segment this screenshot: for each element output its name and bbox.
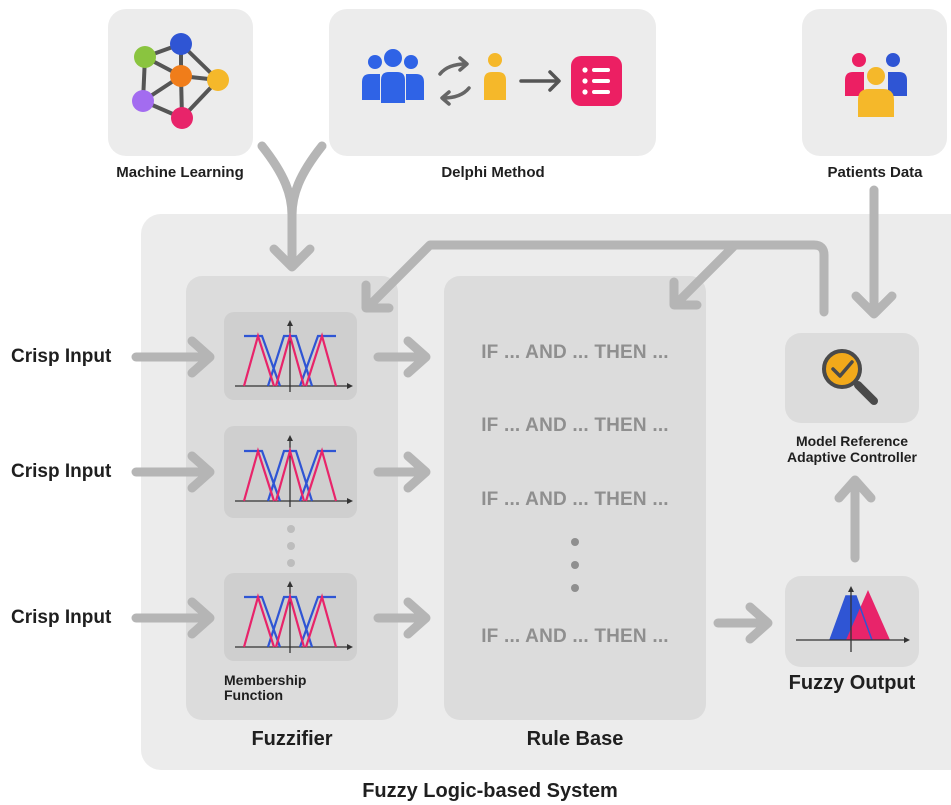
machine-learning-label: Machine Learning	[116, 164, 244, 181]
ellipsis-dot	[571, 538, 579, 546]
controller-label: Model Reference Adaptive Controller	[762, 433, 942, 465]
ellipsis-dot	[287, 525, 295, 533]
crisp-input-label: Crisp Input	[11, 346, 112, 367]
controller-label-line1: Model Reference	[795, 433, 909, 449]
membership-label-line2: Function	[224, 687, 284, 703]
crisp-input-label: Crisp Input	[11, 461, 112, 482]
right-arrow-icon	[519, 70, 561, 92]
fuzzy-output-label: Fuzzy Output	[788, 672, 916, 694]
neural-network-icon	[132, 33, 229, 129]
rule-text: IF ... AND ... THEN ...	[481, 342, 669, 363]
fuzzifier-label: Fuzzifier	[251, 728, 333, 750]
ellipsis-dot	[571, 584, 579, 592]
crisp-input-label: Crisp Input	[11, 607, 112, 628]
rule-text: IF ... AND ... THEN ...	[481, 489, 669, 510]
ellipsis-dot	[571, 561, 579, 569]
swap-arrows-icon	[438, 56, 471, 106]
system-title: Fuzzy Logic-based System	[362, 780, 618, 802]
ellipsis-dot	[287, 559, 295, 567]
membership-function-label: Membership Function	[224, 673, 306, 703]
membership-function-icon	[233, 318, 355, 394]
rule-base-panel	[444, 276, 706, 720]
rule-base-label: Rule Base	[526, 728, 624, 750]
membership-label-line1: Membership	[224, 672, 307, 688]
membership-function-icon	[233, 579, 355, 655]
person-icon	[484, 53, 506, 100]
patients-icon	[845, 53, 907, 117]
fuzzy-output-icon	[796, 586, 910, 652]
controller-label-line2: Adaptive Controller	[787, 449, 917, 465]
rule-text: IF ... AND ... THEN ...	[481, 415, 669, 436]
group-icon	[362, 49, 424, 103]
membership-function-icon	[233, 433, 355, 509]
list-icon	[571, 56, 622, 106]
magnifier-check-icon	[822, 349, 878, 405]
delphi-method-label: Delphi Method	[441, 164, 545, 181]
ellipsis-dot	[287, 542, 295, 550]
rule-text: IF ... AND ... THEN ...	[481, 626, 669, 647]
patients-data-label: Patients Data	[827, 164, 923, 181]
